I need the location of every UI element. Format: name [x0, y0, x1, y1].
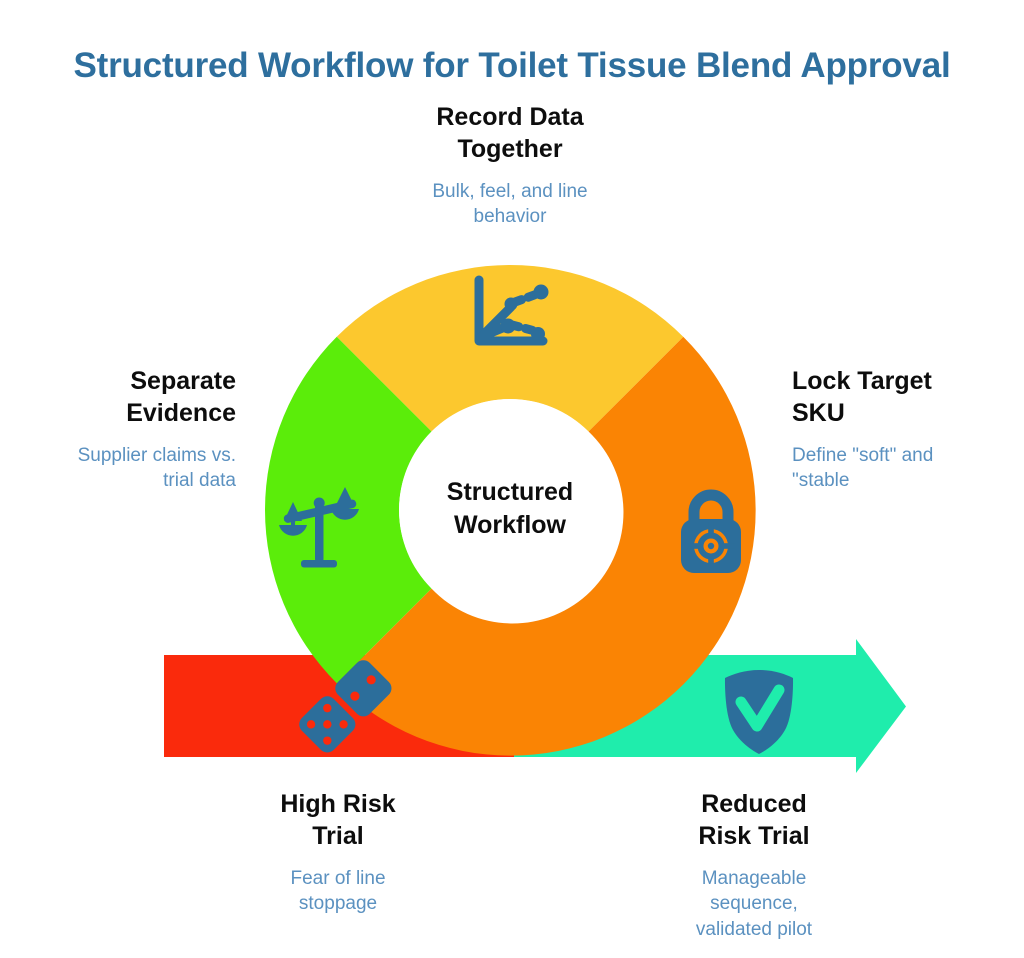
node-lock-target-sku[interactable]: Lock Target SKU Define "soft" and "stabl… [792, 365, 1020, 494]
dice-icon [299, 660, 392, 753]
balance-scales-icon [279, 487, 359, 568]
segment-record-data[interactable] [336, 265, 684, 432]
page-title: Structured Workflow for Toilet Tissue Bl… [73, 46, 951, 86]
line-chart-icon [474, 275, 549, 346]
shield-check-icon [724, 670, 794, 754]
segment-lock-target-sku[interactable] [336, 336, 756, 756]
node-high-risk-trial[interactable]: High Risk Trial Fear of line stoppage [214, 788, 462, 917]
node-reduced-risk-trial[interactable]: Reduced Risk Trial Manageable sequence, … [630, 788, 878, 942]
node-reduced-risk-trial-title: Reduced Risk Trial [698, 790, 810, 850]
node-reduced-risk-trial-desc: Manageable sequence, validated pilot [695, 868, 813, 940]
node-separate-evidence[interactable]: Separate Evidence Supplier claims vs. tr… [8, 365, 236, 494]
donut-ring [265, 265, 756, 756]
node-record-data-desc: Bulk, feel, and line behavior [432, 181, 588, 228]
node-lock-target-sku-title: Lock Target SKU [792, 367, 932, 427]
node-record-data-title: Record Data Together [436, 103, 584, 163]
node-high-risk-trial-title: High Risk Trial [280, 790, 396, 850]
node-high-risk-trial-desc: Fear of line stoppage [290, 868, 386, 915]
hub-label: Structured Workflow [446, 478, 574, 539]
donut-hub [399, 399, 621, 621]
node-separate-evidence-desc: Supplier claims vs. trial data [77, 445, 236, 492]
node-separate-evidence-title: Separate Evidence [126, 367, 236, 427]
padlock-target-icon [681, 489, 741, 573]
node-lock-target-sku-desc: Define "soft" and "stable [792, 445, 934, 492]
node-record-data[interactable]: Record Data Together Bulk, feel, and lin… [312, 101, 708, 230]
